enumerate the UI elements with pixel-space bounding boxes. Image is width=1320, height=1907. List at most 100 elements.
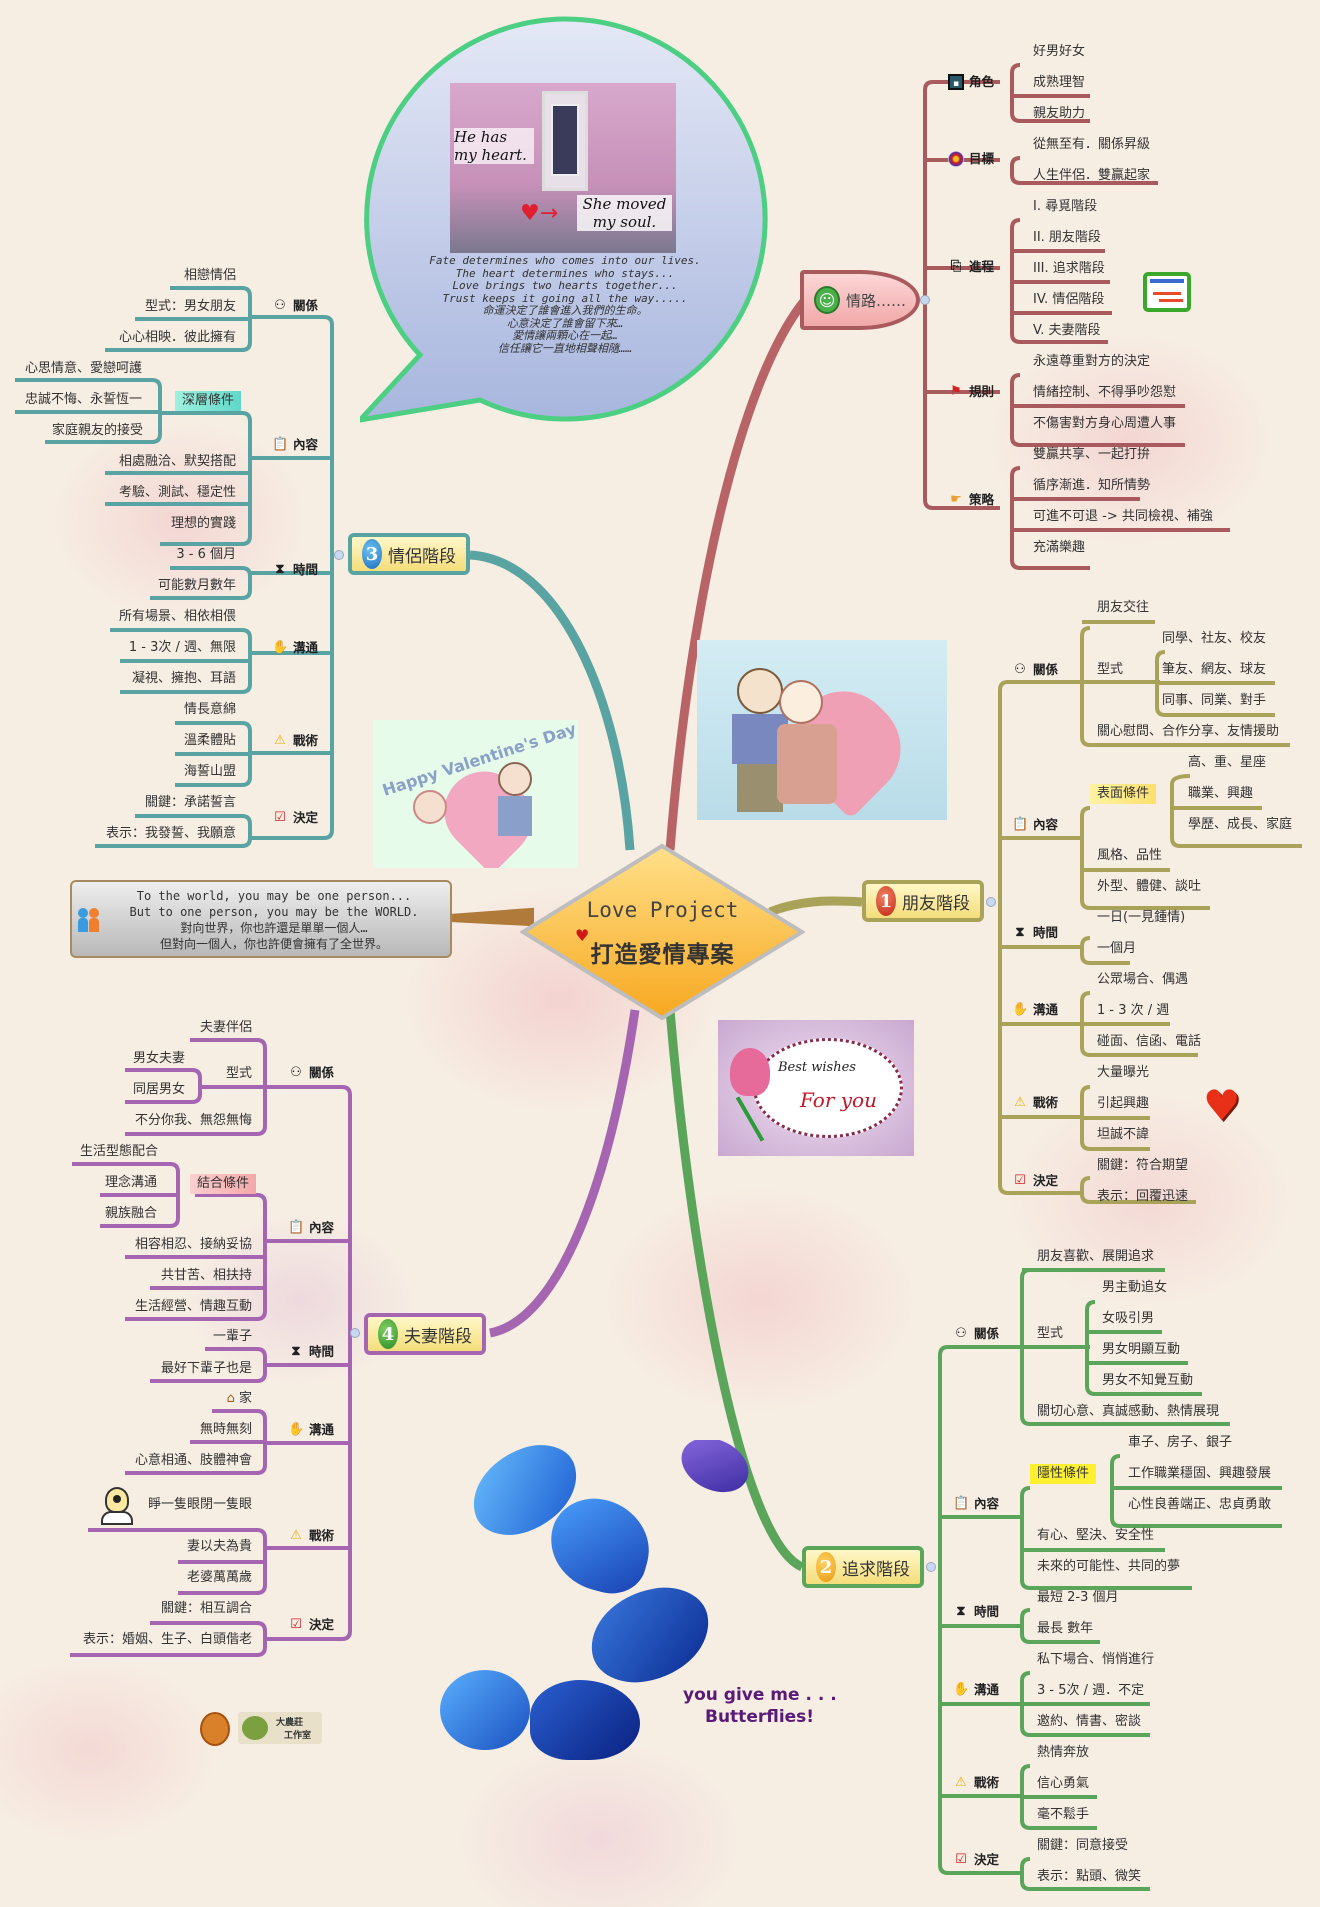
collapse-marriage[interactable] bbox=[350, 1328, 360, 1338]
category-tactics[interactable]: ⚠戰術 bbox=[272, 733, 318, 749]
category-decision[interactable]: ☑決定 bbox=[288, 1617, 334, 1633]
leaf[interactable]: 碰面、信函、電話 bbox=[1097, 1034, 1202, 1049]
leaf[interactable]: 表示：回覆迅速 bbox=[1097, 1189, 1189, 1204]
category-relationship[interactable]: ⚇關係 bbox=[288, 1065, 334, 1081]
category-communication[interactable]: ✋溝通 bbox=[953, 1682, 999, 1698]
leaf[interactable]: 邀約、情書、密談 bbox=[1037, 1714, 1142, 1729]
leaf[interactable]: 家庭親友的接受 bbox=[52, 423, 144, 438]
subtopic-hidden-conditions[interactable]: 隱性條件 bbox=[1030, 1464, 1097, 1484]
leaf[interactable]: 型式：男女朋友 bbox=[144, 299, 236, 314]
category-communication[interactable]: ✋溝通 bbox=[288, 1422, 334, 1438]
leaf[interactable]: 心性良善端正、忠貞勇敢 bbox=[1128, 1497, 1272, 1512]
leaf[interactable]: 學歷、成長、家庭 bbox=[1188, 817, 1293, 832]
subtopic-deep-conditions[interactable]: 深層條件 bbox=[175, 391, 242, 411]
leaf-subtopic[interactable]: 型式 bbox=[1097, 662, 1124, 677]
leaf[interactable]: 3 - 5次 / 週．不定 bbox=[1037, 1683, 1145, 1698]
leaf[interactable]: 朋友交往 bbox=[1097, 600, 1150, 615]
topic-marriage-stage[interactable]: 4 夫妻階段 bbox=[364, 1313, 486, 1355]
leaf[interactable]: 1 - 3次 / 週、無限 bbox=[128, 640, 236, 655]
leaf[interactable]: 大量曝光 bbox=[1097, 1065, 1150, 1080]
leaf[interactable]: 朋友喜歡、展開追求 bbox=[1037, 1249, 1155, 1264]
topic-couple-stage[interactable]: 3 情侶階段 bbox=[348, 533, 470, 575]
leaf[interactable]: 坦誠不諱 bbox=[1097, 1127, 1150, 1142]
category-communication[interactable]: ✋溝通 bbox=[272, 640, 318, 656]
leaf[interactable]: 關心慰問、合作分享、友情援助 bbox=[1097, 724, 1280, 739]
leaf[interactable]: 相處融洽、默契搭配 bbox=[118, 454, 236, 469]
leaf[interactable]: 親友助力 bbox=[1033, 106, 1086, 121]
leaf[interactable]: III. 追求階段 bbox=[1033, 261, 1105, 276]
leaf[interactable]: 成熟理智 bbox=[1033, 75, 1086, 90]
leaf[interactable]: 一個月 bbox=[1097, 941, 1137, 956]
leaf[interactable]: 車子、房子、銀子 bbox=[1128, 1435, 1233, 1450]
leaf[interactable]: 相容相忍、接納妥協 bbox=[134, 1237, 252, 1252]
leaf[interactable]: 生活型態配合 bbox=[80, 1144, 159, 1159]
category-process[interactable]: ⎘進程 bbox=[948, 259, 994, 275]
leaf[interactable]: 生活經營、情趣互動 bbox=[134, 1299, 252, 1314]
leaf[interactable]: 睜一隻眼閉一隻眼 bbox=[147, 1497, 252, 1512]
category-relationship[interactable]: ⚇關係 bbox=[1012, 662, 1058, 678]
leaf[interactable]: 最短 2-3 個月 bbox=[1037, 1590, 1119, 1605]
topic-friend-stage[interactable]: 1 朋友階段 bbox=[862, 880, 984, 922]
category-tactics[interactable]: ⚠戰術 bbox=[288, 1528, 334, 1544]
category-content[interactable]: 📋內容 bbox=[953, 1496, 999, 1512]
leaf[interactable]: 雙贏共享、一起打拚 bbox=[1033, 447, 1151, 462]
leaf[interactable]: 關切心意、真誠感動、熱情展現 bbox=[1037, 1404, 1220, 1419]
leaf[interactable]: 筆友、網友、球友 bbox=[1162, 662, 1267, 677]
leaf[interactable]: 不分你我、無怨無悔 bbox=[134, 1113, 252, 1128]
leaf[interactable]: 關鍵：相互調合 bbox=[160, 1601, 252, 1616]
category-goal[interactable]: 目標 bbox=[948, 151, 994, 167]
leaf[interactable]: 一日(一見鍾情) bbox=[1097, 910, 1186, 925]
leaf[interactable]: 最好下輩子也是 bbox=[160, 1361, 252, 1376]
leaf[interactable]: 考驗、測試、穩定性 bbox=[118, 485, 236, 500]
category-time[interactable]: ⧗時間 bbox=[953, 1604, 999, 1620]
subtopic-surface-conditions[interactable]: 表面條件 bbox=[1090, 784, 1157, 804]
leaf-subtopic[interactable]: 型式 bbox=[225, 1066, 252, 1081]
category-time[interactable]: ⧗時間 bbox=[1012, 925, 1058, 941]
leaf[interactable]: 忠誠不悔、永誓恆一 bbox=[25, 392, 143, 407]
leaf[interactable]: 公眾場合、偶遇 bbox=[1097, 972, 1189, 987]
leaf[interactable]: 老婆萬萬歲 bbox=[186, 1570, 252, 1585]
world-quote-box[interactable]: To the world, you may be one person... B… bbox=[70, 880, 452, 958]
leaf[interactable]: 所有場景、相依相偎 bbox=[118, 609, 236, 624]
category-relationship[interactable]: ⚇關係 bbox=[272, 298, 318, 314]
leaf[interactable]: 毫不鬆手 bbox=[1037, 1807, 1090, 1822]
leaf[interactable]: 外型、體健、談吐 bbox=[1097, 879, 1202, 894]
leaf[interactable]: 一輩子 bbox=[212, 1329, 252, 1344]
leaf[interactable]: 無時無刻 bbox=[199, 1422, 252, 1437]
category-time[interactable]: ⧗時間 bbox=[288, 1344, 334, 1360]
leaf[interactable]: 關鍵：承諾誓言 bbox=[144, 795, 236, 810]
leaf[interactable]: 有心、堅決、安全性 bbox=[1037, 1528, 1155, 1543]
leaf[interactable]: 男女夫妻 bbox=[133, 1051, 186, 1066]
category-time[interactable]: ⧗時間 bbox=[272, 562, 318, 578]
collapse-couple[interactable] bbox=[334, 550, 344, 560]
collapse-route[interactable] bbox=[920, 295, 930, 305]
leaf[interactable]: 高、重、星座 bbox=[1188, 755, 1267, 770]
leaf[interactable]: 夫妻伴侶 bbox=[199, 1020, 252, 1035]
leaf[interactable]: 可能數月數年 bbox=[157, 578, 236, 593]
leaf[interactable]: II. 朋友階段 bbox=[1033, 230, 1101, 245]
leaf[interactable]: 不傷害對方身心周遭人事 bbox=[1033, 416, 1177, 431]
leaf[interactable]: 熱情奔放 bbox=[1037, 1745, 1090, 1760]
leaf[interactable]: 職業、興趣 bbox=[1188, 786, 1254, 801]
leaf[interactable]: 表示：婚姻、生子、白頭偕老 bbox=[82, 1632, 252, 1647]
leaf[interactable]: 親族融合 bbox=[105, 1206, 158, 1221]
leaf[interactable]: 工作職業穩固、興趣發展 bbox=[1128, 1466, 1272, 1481]
leaf[interactable]: 心思情意、愛戀呵護 bbox=[25, 361, 143, 376]
leaf[interactable]: 關鍵：同意接受 bbox=[1037, 1838, 1129, 1853]
leaf[interactable]: 引起興趣 bbox=[1097, 1096, 1150, 1111]
leaf[interactable]: 妻以夫為貴 bbox=[186, 1539, 252, 1554]
leaf[interactable]: V. 夫妻階段 bbox=[1033, 323, 1101, 338]
subtopic-union-conditions[interactable]: 結合條件 bbox=[190, 1174, 257, 1194]
leaf[interactable]: 好男好女 bbox=[1033, 44, 1086, 59]
collapse-friend[interactable] bbox=[986, 897, 996, 907]
leaf[interactable]: 風格、品性 bbox=[1097, 848, 1163, 863]
leaf[interactable]: 私下場合、悄悄進行 bbox=[1037, 1652, 1155, 1667]
category-content[interactable]: 📋內容 bbox=[288, 1220, 334, 1236]
category-decision[interactable]: ☑決定 bbox=[272, 810, 318, 826]
leaf[interactable]: 女吸引男 bbox=[1102, 1311, 1155, 1326]
category-tactics[interactable]: ⚠戰術 bbox=[1012, 1095, 1058, 1111]
category-communication[interactable]: ✋溝通 bbox=[1012, 1002, 1058, 1018]
leaf[interactable]: 人生伴侶．雙贏起家 bbox=[1033, 168, 1151, 183]
category-decision[interactable]: ☑決定 bbox=[953, 1852, 999, 1868]
leaf-subtopic[interactable]: 型式 bbox=[1037, 1326, 1064, 1341]
